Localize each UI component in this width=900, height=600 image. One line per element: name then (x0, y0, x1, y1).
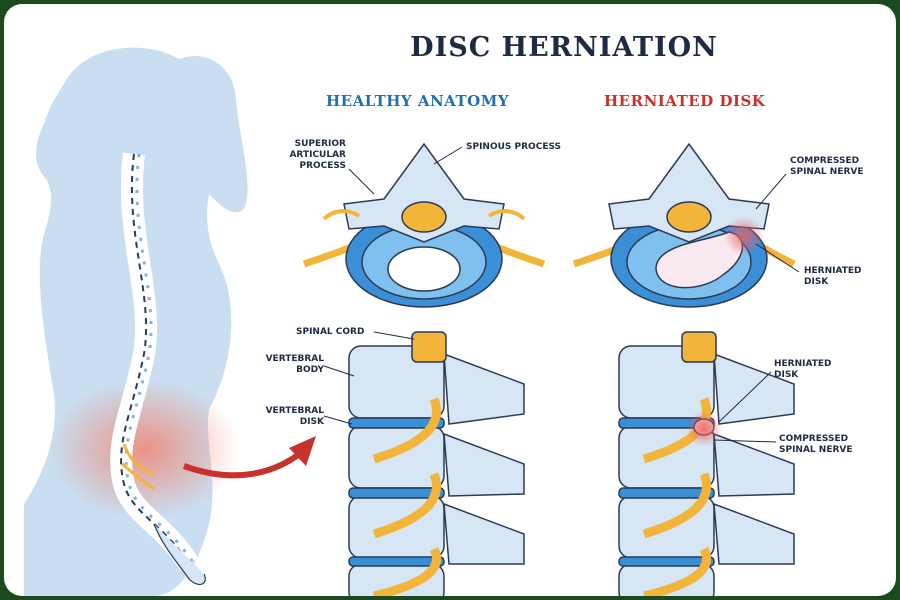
healthy-top-vertebra (302, 142, 546, 308)
label-compressed-spinal-nerve-top: COMPRESSED SPINAL NERVE (790, 156, 864, 177)
pointer-arrow (182, 449, 304, 479)
label-herniated-disk-side: HERNIATED DISK (774, 359, 832, 380)
herniated-disk-heading: HERNIATED DISK (604, 92, 766, 110)
herniation-glow-side (686, 411, 722, 447)
label-vertebral-body: VERTEBRAL BODY (265, 354, 324, 375)
label-vertebral-disk: VERTEBRAL DISK (265, 406, 324, 427)
arrow-head (289, 436, 316, 466)
label-herniated-disk-top: HERNIATED DISK (804, 266, 862, 287)
leader-lines (323, 146, 800, 443)
label-compressed-spinal-nerve-side: COMPRESSED SPINAL NERVE (779, 434, 853, 455)
pain-glow (49, 379, 239, 519)
diagram-title: DISC HERNIATION (410, 32, 718, 63)
label-spinous-process: SPINOUS PROCESS (466, 142, 562, 152)
diagram-card: DISC HERNIATION HEALTHY ANATOMY HERNIATE… (4, 4, 896, 596)
herniation-glow-top (724, 216, 764, 256)
spine-column (110, 152, 206, 586)
healthy-anatomy-heading: HEALTHY ANATOMY (326, 92, 510, 110)
label-spinal-cord: SPINAL CORD (296, 327, 365, 337)
healthy-side-spine (348, 331, 525, 596)
illustration (24, 47, 800, 596)
label-superior-articular-process: SUPERIOR ARTICULAR PROCESS (289, 139, 346, 171)
herniated-side-spine (618, 331, 795, 596)
